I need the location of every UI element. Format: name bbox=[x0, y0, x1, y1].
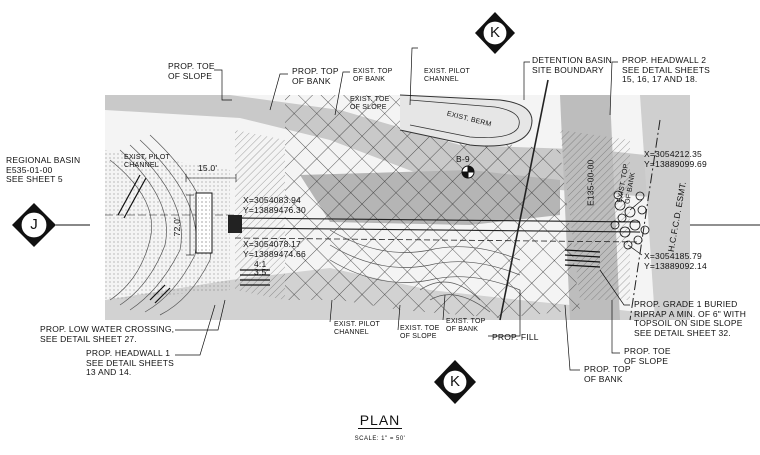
headwall-2-riprap bbox=[610, 190, 650, 250]
section-marker-k-bottom bbox=[434, 360, 476, 404]
label-prop-headwall-2: PROP. HEADWALL 2 SEE DETAIL SHEETS 15, 1… bbox=[622, 55, 710, 84]
dimension-lines bbox=[185, 174, 237, 256]
leader-lines bbox=[175, 47, 643, 371]
sheet-scale: SCALE: 1" = 50' bbox=[354, 436, 406, 442]
label-prop-toe-slope-bottom: PROP. TOE OF SLOPE bbox=[624, 346, 671, 366]
channel-lines bbox=[105, 79, 760, 321]
label-slope-4-1: 4:1 bbox=[254, 259, 267, 269]
label-exist-pilot-channel-left: EXIST. PILOT CHANNEL bbox=[124, 154, 170, 169]
label-prop-top-bank-top: PROP. TOP OF BANK bbox=[292, 66, 339, 86]
label-exist-toe-slope-top: EXIST. TOE OF SLOPE bbox=[350, 96, 390, 111]
label-coord-1: X=3054083.94 Y=13889476.30 bbox=[243, 195, 306, 215]
label-prop-toe-slope-top: PROP. TOE OF SLOPE bbox=[168, 61, 215, 81]
section-label-k-top: K bbox=[489, 24, 500, 41]
label-exist-top-bank-top: EXIST. TOP OF BANK bbox=[353, 68, 393, 83]
section-marker-j bbox=[12, 203, 90, 247]
label-prop-low-water: PROP. LOW WATER CROSSING, SEE DETAIL SHE… bbox=[40, 324, 175, 344]
label-exist-toe-slope-bottom: EXIST. TOE OF SLOPE bbox=[400, 325, 440, 340]
label-coord-3: X=3054212.35 Y=13889099.69 bbox=[644, 149, 707, 169]
label-exist-pilot-channel-top: EXIST. PILOT CHANNEL bbox=[424, 68, 470, 83]
structure-ticks bbox=[117, 174, 601, 304]
drawing-area bbox=[105, 95, 690, 320]
headwall-1 bbox=[195, 192, 242, 254]
section-marker-k-top bbox=[475, 12, 515, 54]
label-coord-2: X=3054078.17 Y=13889474.66 bbox=[243, 239, 306, 259]
label-prop-headwall-1: PROP. HEADWALL 1 SEE DETAIL SHEETS 13 AN… bbox=[86, 348, 174, 377]
label-detention-basin: DETENTION BASIN SITE BOUNDARY bbox=[532, 55, 612, 75]
label-station: E135-00-00 bbox=[585, 159, 596, 206]
label-coord-4: X=3054185.79 Y=13889092.14 bbox=[644, 251, 707, 271]
label-exist-top-bank-bottom: EXIST. TOP OF BANK bbox=[446, 318, 486, 333]
sheet-title: PLAN bbox=[0, 412, 760, 429]
label-prop-fill: PROP. FILL bbox=[492, 332, 539, 342]
section-label-j: J bbox=[30, 216, 38, 233]
boring-marker bbox=[461, 165, 475, 179]
label-regional-basin: REGIONAL BASIN E535-01-00 SEE SHEET 5 bbox=[6, 155, 81, 184]
label-exist-pilot-channel-bottom: EXIST. PILOT CHANNEL bbox=[334, 321, 380, 336]
label-slope-3-5: 3.5' bbox=[254, 267, 269, 277]
label-boring: B-9 bbox=[456, 154, 470, 164]
label-prop-grade-riprap: PROP. GRADE 1 BURIED RIPRAP A MIN. OF 6"… bbox=[634, 299, 747, 338]
label-dim-15: 15.0' bbox=[198, 163, 218, 173]
section-label-k-bottom: K bbox=[449, 373, 460, 390]
label-dim-72: 72.0' bbox=[171, 217, 182, 237]
label-prop-top-bank-bottom: PROP. TOP OF BANK bbox=[584, 364, 631, 384]
sheet-title-text: PLAN bbox=[357, 412, 403, 429]
existing-berm bbox=[399, 94, 533, 147]
